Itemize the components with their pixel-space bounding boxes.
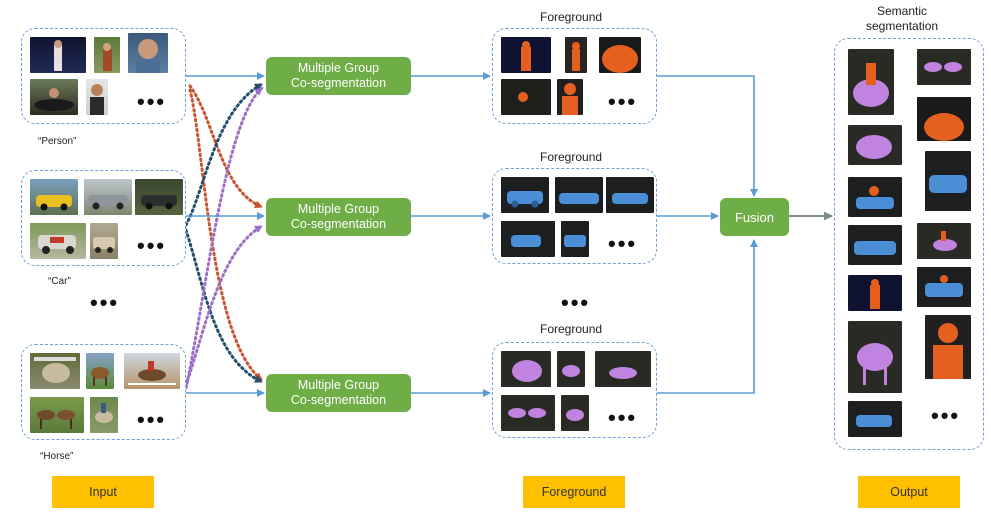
fg-thumb-person-child (565, 37, 587, 73)
input-group-horse: ••• (21, 344, 186, 440)
output-title: Semantic segmentation (866, 4, 938, 34)
output-title-line1: Semantic (877, 4, 928, 18)
fg-thumb-car-silver (555, 177, 603, 213)
foreground-title-horse: Foreground (540, 322, 603, 336)
fusion-label: Fusion (734, 209, 775, 225)
fg-thumb-person-stage (501, 37, 551, 73)
arrow-foreground1-to-fusion (657, 75, 758, 197)
input-group-person: ••• (21, 28, 186, 124)
out-thumb-horse-head (848, 125, 902, 165)
fg-thumb-horse-rider (595, 351, 651, 387)
process-line2: Co-segmentation (290, 217, 387, 231)
category-label-horse: “Horse” (40, 451, 74, 462)
fg-thumb-person-boy (557, 79, 583, 115)
more-images-dots: ••• (137, 407, 167, 432)
more-images-dots: ••• (608, 231, 638, 256)
more-images-dots: ••• (137, 89, 167, 114)
process-line2: Co-segmentation (290, 76, 387, 90)
foreground-group-person: ••• (492, 28, 657, 124)
dotted-arrow-car-to-person (184, 82, 264, 227)
fg-thumb-horse-herd (501, 395, 555, 431)
foreground-title-person: Foreground (540, 10, 603, 24)
out-thumb-person-face (917, 97, 971, 141)
output-title-line2: segmentation (866, 19, 939, 33)
thumb-horse-child (90, 397, 118, 433)
output-group: ••• (834, 38, 984, 450)
arrow-foreground3-to-fusion (657, 239, 758, 394)
input-group-car: ••• (21, 170, 186, 266)
more-categories-dots: ••• (90, 290, 120, 315)
thumb-person-boy (86, 79, 108, 115)
fg-thumb-horse-child (561, 395, 589, 431)
foreground-group-car: ••• (492, 168, 657, 264)
thumb-horse-head (30, 353, 80, 389)
fg-thumb-person-car (501, 79, 551, 115)
dotted-arrow-person-to-car (188, 84, 264, 209)
fg-thumb-person-face (599, 37, 641, 73)
thumb-person-stage (30, 37, 86, 73)
more-images-dots: ••• (137, 233, 167, 258)
out-thumb-horse-rider-small (917, 223, 971, 259)
thumb-horse-herd (30, 397, 84, 433)
dotted-arrow-horse-to-car (184, 224, 264, 387)
fg-thumb-car-race (501, 221, 555, 257)
out-thumb-horses (917, 49, 971, 85)
fg-thumb-car-dark (606, 177, 654, 213)
out-thumb-horse-field (848, 321, 902, 393)
foreground-title-car: Foreground (540, 150, 603, 164)
out-thumb-horse-rider (848, 49, 894, 115)
process-line1: Multiple Group (297, 378, 380, 392)
out-thumb-car-blue (848, 225, 902, 265)
more-images-dots: ••• (931, 403, 961, 428)
stage-foreground-text: Foreground (541, 485, 607, 499)
out-thumb-car-silver (925, 151, 971, 211)
process-line1: Multiple Group (297, 61, 380, 75)
thumb-person-car-driver (30, 79, 78, 115)
thumb-car-yellow (30, 179, 78, 215)
fg-thumb-horse-field (557, 351, 585, 387)
thumb-car-race (30, 223, 86, 259)
stage-output-text: Output (890, 485, 928, 499)
stage-label-foreground: Foreground (523, 476, 625, 508)
more-images-dots: ••• (608, 89, 638, 114)
out-thumb-person-boy (925, 315, 971, 379)
thumb-car-small (90, 223, 118, 259)
dotted-arrow-horse-to-person (184, 86, 264, 390)
thumb-person-face (128, 33, 168, 73)
category-label-car: “Car” (48, 276, 71, 287)
out-thumb-person-stage (848, 275, 902, 311)
fg-thumb-horse-head (501, 351, 551, 387)
thumb-person-child (94, 37, 120, 73)
fg-thumb-car-small (561, 221, 589, 257)
stage-label-output: Output (858, 476, 960, 508)
stage-input-text: Input (89, 485, 117, 499)
out-thumb-car-driver (848, 177, 902, 217)
category-label-person: “Person” (38, 136, 77, 147)
process-line1: Multiple Group (297, 202, 380, 216)
fusion-box: Fusion (720, 198, 789, 236)
thumb-car-silver (84, 179, 132, 215)
dotted-arrow-car-to-horse (184, 228, 264, 384)
thumb-horse-rider (124, 353, 180, 389)
more-foregrounds-dots: ••• (561, 290, 591, 315)
stage-label-input: Input (52, 476, 154, 508)
out-thumb-car-race (917, 267, 971, 307)
thumb-horse-field (86, 353, 114, 389)
foreground-group-horse: ••• (492, 342, 657, 438)
process-line2: Co-segmentation (290, 393, 387, 407)
fg-thumb-car-yellow (501, 177, 549, 213)
out-thumb-car-small (848, 401, 902, 437)
thumb-car-dark (135, 179, 183, 215)
more-images-dots: ••• (608, 405, 638, 430)
